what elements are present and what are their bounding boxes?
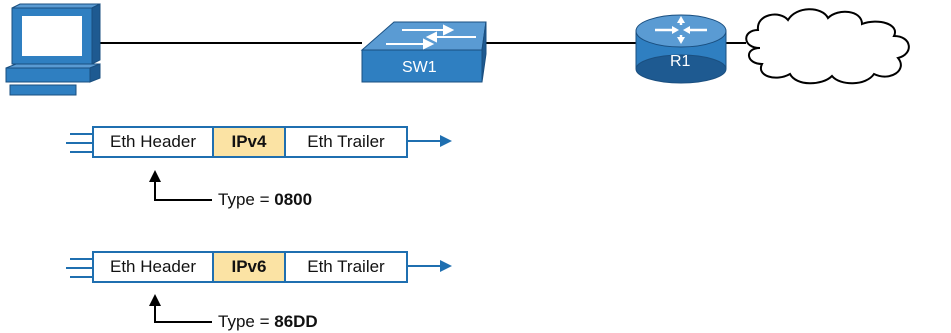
- frame1-type-pointer: [154, 182, 212, 201]
- router-icon: [635, 14, 727, 84]
- eth-header-cell: Eth Header: [94, 253, 214, 281]
- switch-icon: [360, 21, 487, 83]
- cloud-icon: [745, 8, 910, 85]
- ethernet-frame-ipv4: Eth Header IPv4 Eth Trailer: [92, 126, 408, 158]
- type-prefix: Type =: [218, 312, 275, 331]
- eth-trailer-cell: Eth Trailer: [307, 257, 385, 276]
- type-value: 0800: [274, 190, 313, 209]
- router-label: R1: [670, 53, 691, 70]
- frame2-decor: [66, 258, 452, 323]
- ethertype-label-ipv4: Type = 0800: [218, 190, 312, 210]
- eth-trailer-cell: Eth Trailer: [307, 132, 385, 151]
- type-value: 86DD: [274, 312, 318, 331]
- frame2-type-pointer: [154, 306, 212, 323]
- ip-payload-cell: IPv6: [214, 253, 286, 281]
- ip-payload-cell: IPv4: [214, 128, 286, 156]
- eth-header-cell: Eth Header: [94, 128, 214, 156]
- ethernet-frame-ipv6: Eth Header IPv6 Eth Trailer: [92, 251, 408, 283]
- type-prefix: Type =: [218, 190, 275, 209]
- frame1-decor: [66, 133, 452, 201]
- switch-label: SW1: [402, 59, 437, 76]
- ethertype-label-ipv6: Type = 86DD: [218, 312, 318, 332]
- pc-icon: [5, 3, 101, 96]
